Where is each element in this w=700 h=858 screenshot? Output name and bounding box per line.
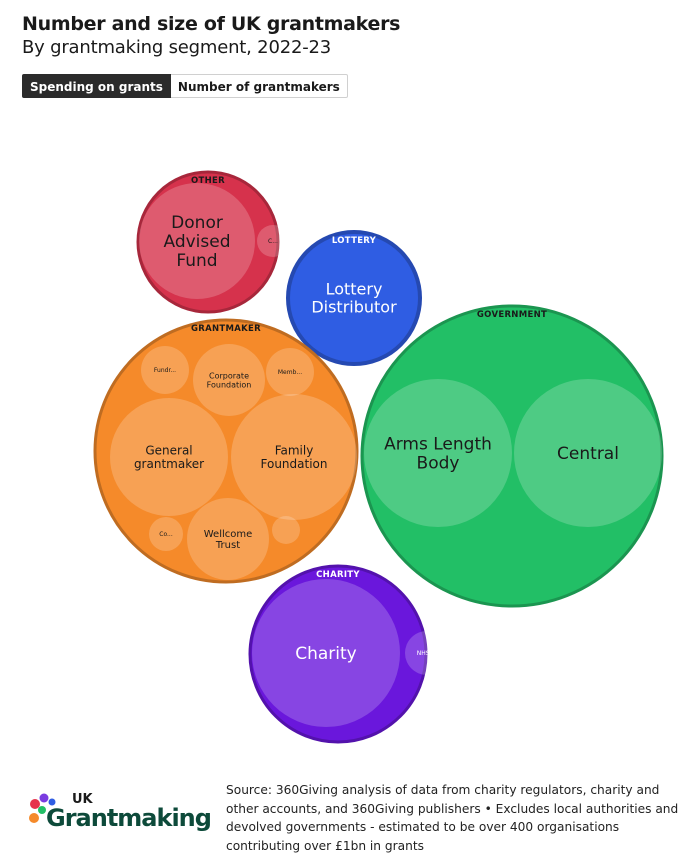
tab-number-of-grantmakers[interactable]: Number of grantmakers bbox=[170, 74, 348, 98]
item-bubble-corporate-foundation[interactable] bbox=[193, 344, 265, 416]
group-label-other: OTHER bbox=[191, 176, 225, 186]
item-bubble-nhs[interactable] bbox=[405, 631, 449, 675]
group-bubble-other[interactable] bbox=[136, 170, 280, 314]
tab-spending-on-grants[interactable]: Spending on grants bbox=[22, 74, 171, 98]
item-label-memb: Memb... bbox=[278, 369, 302, 376]
group-bubble-lottery[interactable] bbox=[286, 230, 422, 366]
item-bubble-c[interactable] bbox=[257, 225, 289, 257]
logo-text: Grantmaking bbox=[46, 804, 212, 832]
item-label-co: Co... bbox=[159, 531, 173, 538]
item-label-charity: Charity bbox=[295, 644, 357, 664]
item-bubble-fundr[interactable] bbox=[141, 346, 189, 394]
measure-toggle: Spending on grants Number of grantmakers bbox=[22, 74, 348, 98]
item-bubble-central[interactable] bbox=[514, 379, 662, 527]
source-note: Source: 360Giving analysis of data from … bbox=[226, 783, 679, 853]
item-bubble-co[interactable] bbox=[149, 517, 183, 551]
item-label-nhs: NHS/... bbox=[417, 650, 438, 657]
item-label-central: Central bbox=[557, 444, 619, 464]
item-bubble-memb[interactable] bbox=[266, 348, 314, 396]
item-bubble-family-foundation[interactable] bbox=[231, 394, 357, 520]
group-label-government: GOVERNMENT bbox=[477, 310, 547, 320]
group-bubble-grantmaker[interactable] bbox=[93, 318, 359, 584]
item-label-c: C... bbox=[268, 238, 278, 245]
group-label-lottery: LOTTERY bbox=[332, 236, 377, 246]
group-label-charity: CHARITY bbox=[316, 570, 360, 580]
item-bubble-general-grantmaker[interactable] bbox=[110, 398, 228, 516]
bubble-group-charity: CHARITY Charity NHS/... bbox=[248, 564, 449, 744]
group-bubble-charity[interactable] bbox=[248, 564, 428, 744]
chart-title: Number and size of UK grantmakers bbox=[22, 13, 401, 35]
item-bubble-donor-advised-fund[interactable] bbox=[139, 183, 255, 299]
uk-grantmaking-logo: UK Grantmaking bbox=[28, 790, 218, 840]
group-bubble-government[interactable] bbox=[360, 304, 664, 608]
chart-header: Number and size of UK grantmakers By gra… bbox=[22, 12, 400, 60]
item-bubble-arms-length-body[interactable] bbox=[364, 379, 512, 527]
group-label-grantmaker: GRANTMAKER bbox=[191, 324, 261, 334]
item-bubble-unlabelled[interactable] bbox=[272, 516, 300, 544]
item-bubble-wellcome-trust[interactable] bbox=[187, 498, 269, 580]
logo-prefix: UK bbox=[72, 792, 93, 807]
item-label-fundr: Fundr... bbox=[154, 367, 176, 374]
item-bubble-charity[interactable] bbox=[252, 579, 400, 727]
logo-dots-icon bbox=[29, 793, 56, 823]
chart-subtitle: By grantmaking segment, 2022-23 bbox=[22, 37, 331, 58]
